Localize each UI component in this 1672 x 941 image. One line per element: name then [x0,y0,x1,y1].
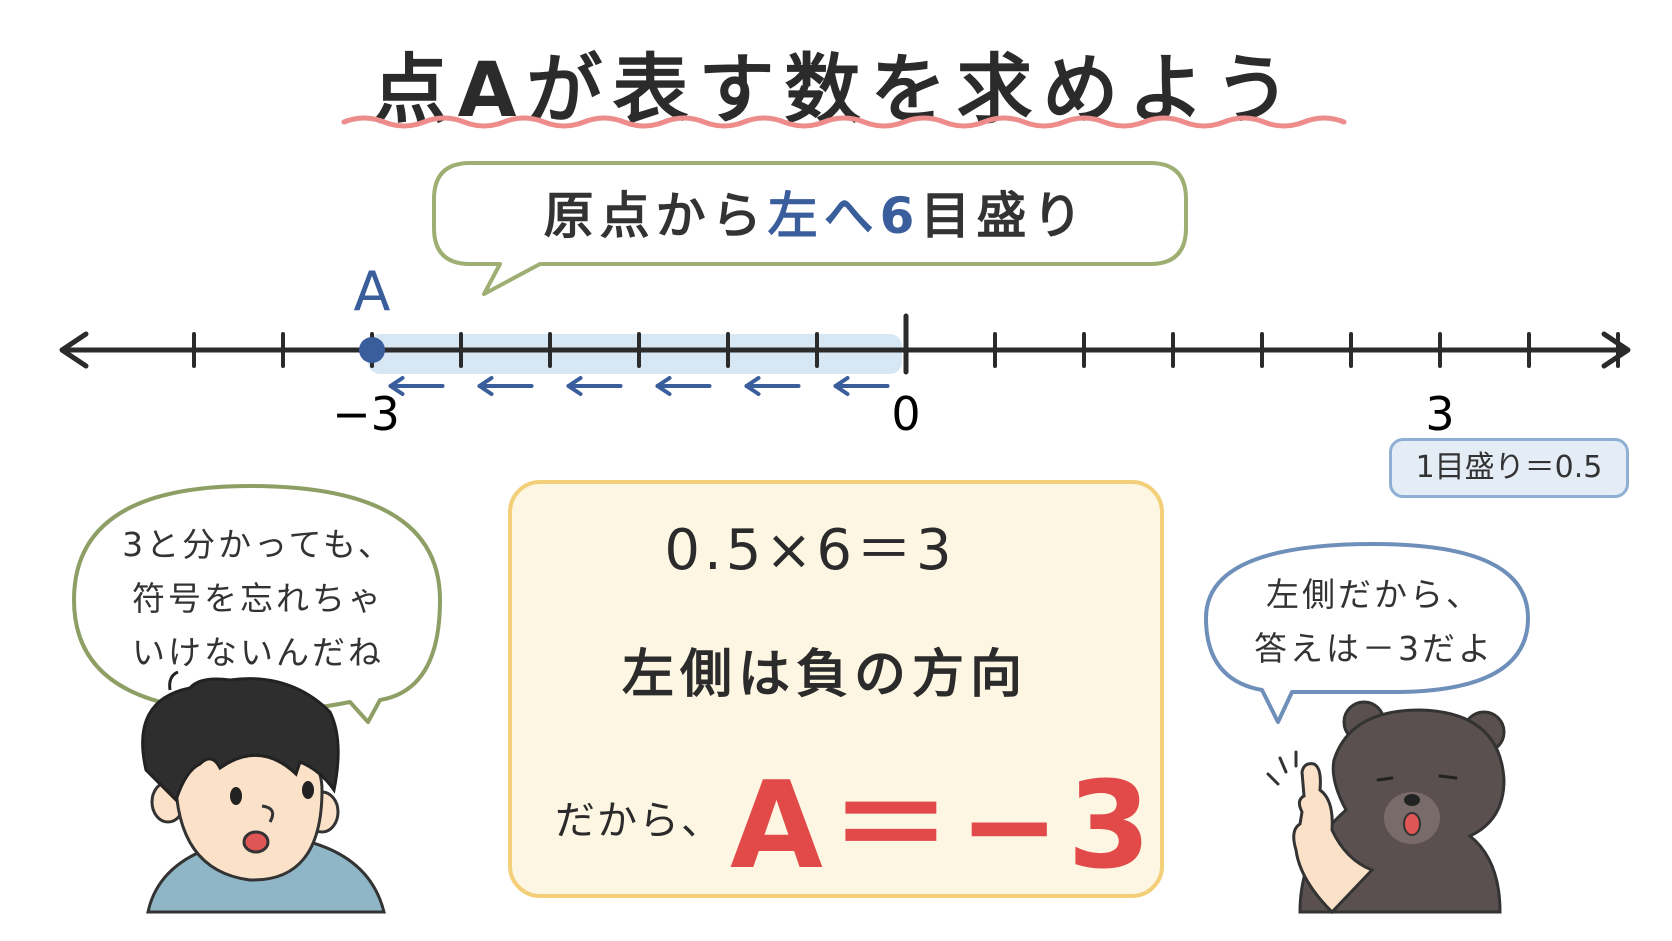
left-step-arrow [655,376,712,396]
tick-label: 3 [1425,387,1454,440]
tick-label: −3 [332,387,400,440]
bear-illustration [1266,700,1506,915]
calculation-box [508,480,1164,898]
calc-conclusion-prefix: だから、 [555,798,723,844]
hint-suffix: 目盛り [920,187,1089,245]
point-a-label: A [354,260,391,323]
boy-illustration [141,670,386,914]
number-line: −3 0 3 A [59,260,1631,440]
point-a-marker [359,337,385,363]
calc-step-2: 左側は負の方向 [621,645,1028,705]
left-step-arrow [833,376,890,396]
calc-answer: A＝−3 [730,757,1159,896]
hint-bubble [432,161,1188,296]
title-underline [341,115,1347,129]
tick-label: 0 [891,387,920,440]
left-step-arrow [388,376,445,396]
hint-highlight: 左へ6 [767,187,921,245]
boy-speech-text: 3と分かっても、 符号を忘れちゃ いけないんだね [122,525,394,672]
number-line-right-arrowhead [1601,331,1631,369]
hint-text: 原点から左へ6目盛り [436,176,1196,248]
bear-speech-text: 左側だから、 答えは－3だよ [1254,575,1494,668]
number-line-highlight [368,334,902,374]
number-line-left-arrowhead [59,331,89,369]
scale-badge: 1目盛り＝0.5 [1389,438,1629,498]
left-step-arrow [566,376,623,396]
calc-step-1: 0.5×6＝3 [664,518,956,583]
bear-speech-bubble [1204,542,1530,724]
left-step-arrow [744,376,801,396]
left-step-arrow [477,376,534,396]
hint-prefix: 原点から [543,187,768,245]
